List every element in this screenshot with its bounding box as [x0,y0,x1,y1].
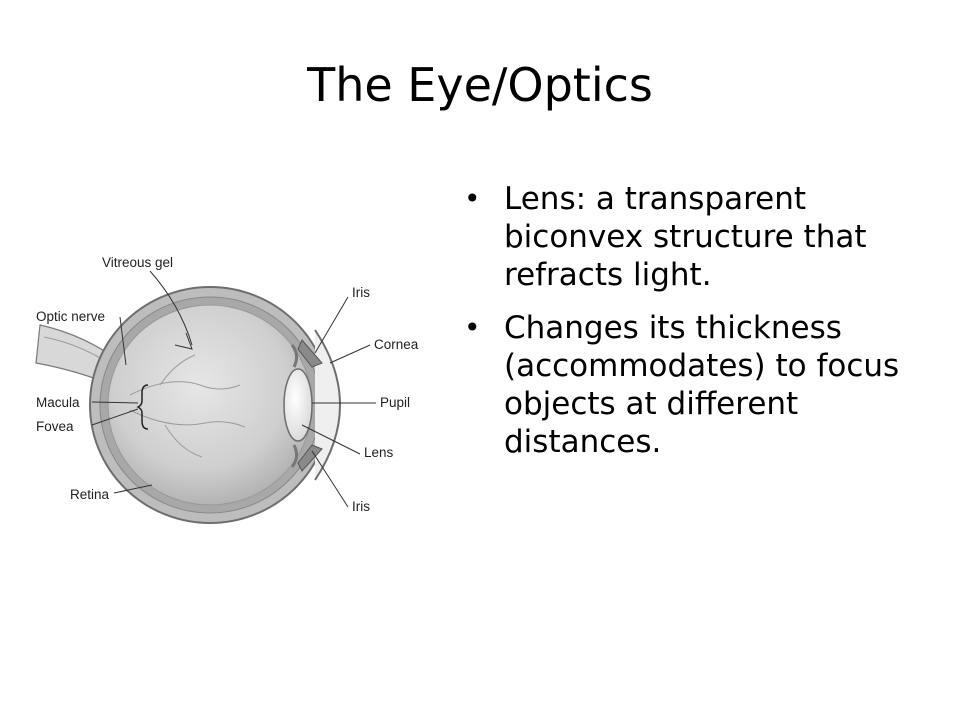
label-retina: Retina [70,487,110,502]
label-iris-bottom: Iris [352,499,370,514]
label-vitreous-gel: Vitreous gel [102,255,173,270]
bullet-list: • Lens: a transparent biconvex structure… [462,180,932,476]
label-fovea: Fovea [36,419,74,434]
eye-anatomy-diagram: Vitreous gel Optic nerve Macula Fovea Re… [30,245,440,565]
vitreous-body-shape [107,304,313,506]
bullet-dot-icon: • [464,182,481,215]
bullet-item: • Changes its thickness (accommodates) t… [462,309,932,461]
label-optic-nerve: Optic nerve [36,309,105,324]
macula-brace [136,384,149,430]
retinal-vessels [129,354,246,458]
iris-bottom-shape [297,444,323,472]
iris-top-shape [297,339,323,368]
label-iris-top: Iris [352,285,370,300]
cornea-shape [314,329,341,481]
eye-cross-section-illustration: Vitreous gel Optic nerve Macula Fovea Re… [35,255,419,524]
label-lens: Lens [364,445,394,460]
slide-title: The Eye/Optics [307,58,653,112]
bullet-dot-icon: • [464,311,481,344]
lens-shape [283,368,313,442]
leader-lines [91,270,376,508]
bullet-text: Changes its thickness (accommodates) to … [504,310,900,460]
bullet-text: Lens: a transparent biconvex structure t… [504,181,867,293]
label-cornea: Cornea [374,337,419,352]
bullet-item: • Lens: a transparent biconvex structure… [462,180,932,294]
label-pupil: Pupil [380,395,410,410]
label-macula: Macula [36,395,80,410]
